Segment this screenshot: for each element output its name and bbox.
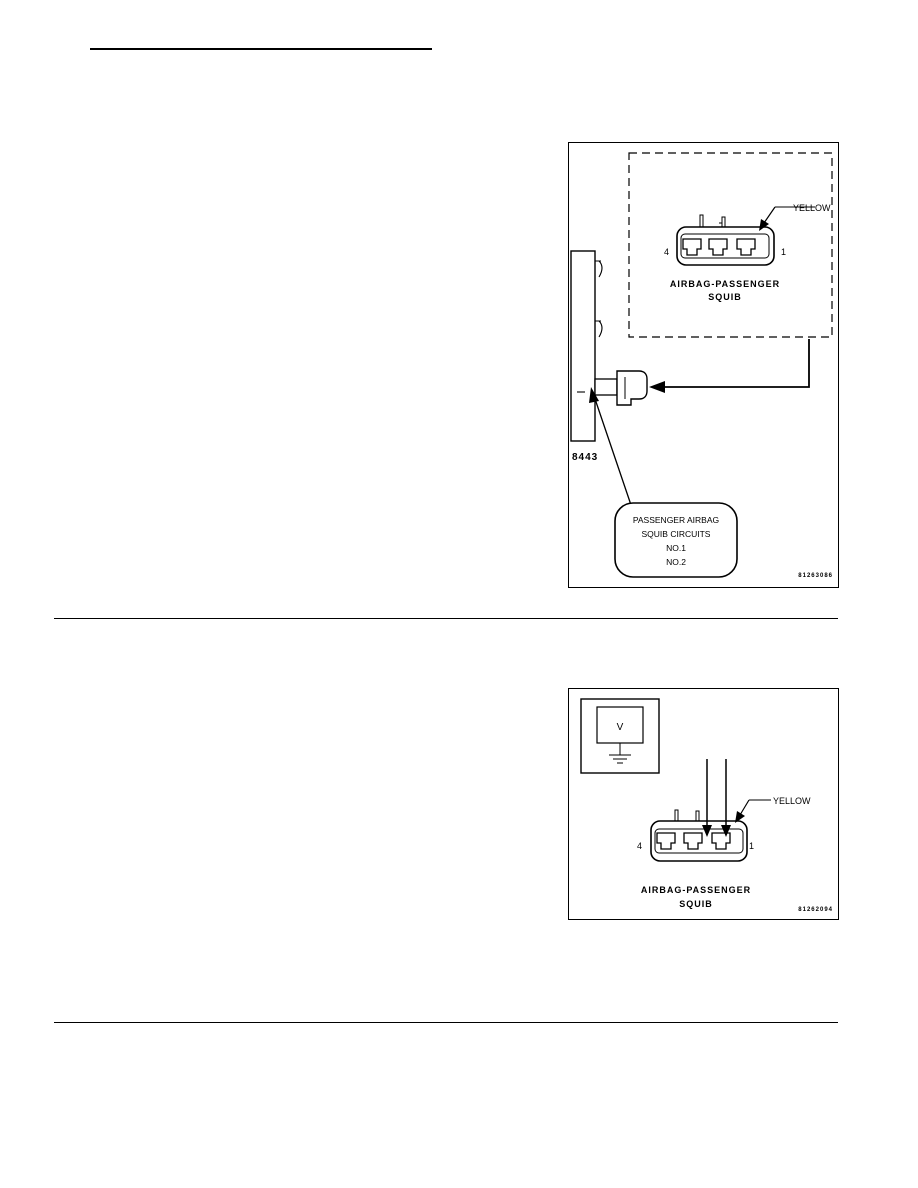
yellow-wire-leader [735, 799, 771, 823]
wire-color-label: YELLOW [793, 203, 831, 213]
pin-label-right: 1 [749, 841, 754, 851]
connector-title-line2: SQUIB [708, 292, 742, 302]
harness-connector [594, 370, 648, 406]
callout-line-1: PASSENGER AIRBAG [633, 515, 719, 525]
yellow-wire-leader [759, 206, 815, 231]
squib-connector-face [676, 214, 775, 266]
voltmeter-icon [580, 698, 660, 774]
callout-line-2: SQUIB CIRCUITS [642, 529, 711, 539]
header-rule [90, 48, 432, 50]
callout-arrow [589, 387, 632, 506]
pin-label-left: 4 [637, 841, 642, 851]
pin-label-left: 4 [664, 247, 669, 257]
figure-1-drawing: YELLOW 4 1 AIRBAG-PASSENGER SQUIB 8443 [570, 152, 833, 579]
wire-color-label: YELLOW [773, 796, 811, 806]
detail-inset-box [628, 152, 833, 338]
figure-passenger-squib-connector-location: YELLOW 4 1 AIRBAG-PASSENGER SQUIB 8443 [568, 142, 839, 588]
airbag-module [570, 250, 603, 442]
callout-line-4: NO.2 [666, 557, 686, 567]
connector-title-line1: AIRBAG-PASSENGER [670, 279, 780, 289]
connector-title-line2: SQUIB [679, 899, 713, 909]
figure-id: 81262094 [798, 907, 833, 913]
figure-2-drawing: V YELLOW 4 1 AIRBAG-PASSENGER SQUI [580, 698, 833, 913]
module-number-label: 8443 [572, 452, 598, 463]
section-rule-1 [54, 618, 838, 619]
callout-box [614, 502, 738, 578]
section-rule-2 [54, 1022, 838, 1023]
pin-label-right: 1 [781, 247, 786, 257]
squib-connector-face [650, 809, 748, 862]
callout-line-3: NO.1 [666, 543, 686, 553]
figure-id: 81263086 [798, 573, 833, 579]
figure-squib-voltage-test: V YELLOW 4 1 AIRBAG-PASSENGER SQUI [568, 688, 839, 920]
meter-symbol: V [617, 722, 624, 733]
test-probes [702, 759, 731, 837]
connector-title-line1: AIRBAG-PASSENGER [641, 885, 751, 895]
locator-arrow [649, 339, 810, 393]
